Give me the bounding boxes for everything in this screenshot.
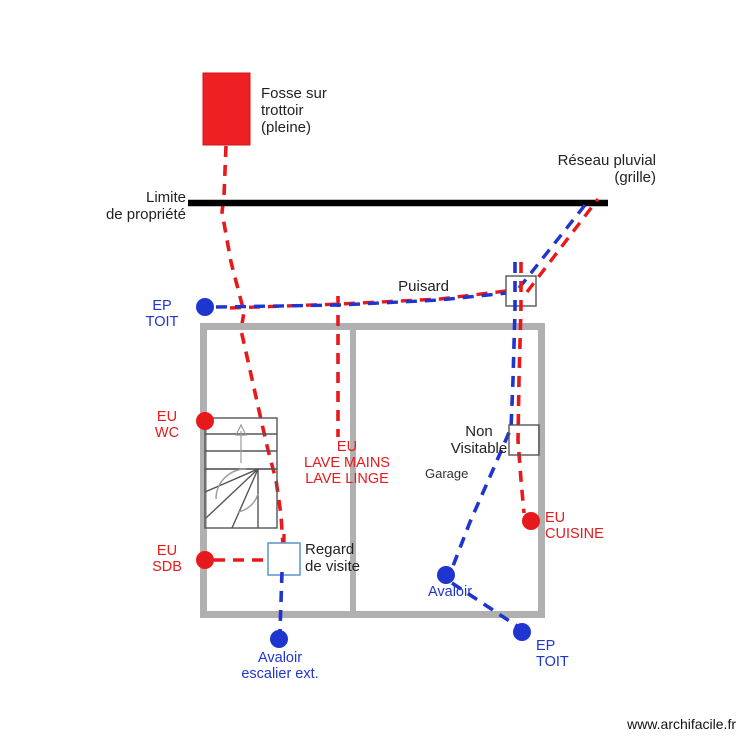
building-walls: [200, 323, 545, 618]
non-visitable-box: [508, 424, 540, 456]
pipe-blue-regard-to-avaloir-escalier: [278, 571, 284, 632]
ep-toit-right-label: EP TOIT: [536, 638, 569, 671]
watermark: www.archifacile.fr: [627, 716, 736, 732]
puisard-label: Puisard: [398, 278, 449, 295]
fosse-sur-trottoir-rect: [202, 72, 251, 146]
garage-label: Garage: [425, 466, 469, 481]
pipe-red-toward-puisard: [229, 289, 507, 310]
eu-cuisine-label: EU CUISINE: [545, 510, 604, 543]
pipe-blue-ep-toit-left-run: [215, 291, 508, 309]
pipe-blue-puisard-to-avaloir: [451, 262, 517, 567]
node-ep-toit-left[interactable]: [196, 298, 214, 316]
staircase: [204, 417, 278, 529]
pipe-blue-puisard-to-reseau: [517, 198, 591, 290]
fosse-label: Fosse sur trottoir (pleine): [261, 85, 327, 136]
node-avaloir-garage[interactable]: [437, 566, 455, 584]
regard-de-visite-box: [267, 542, 301, 576]
eu-lave-label: EU LAVE MAINS LAVE LINGE: [304, 439, 390, 488]
limite-propriete-label: Limite de propriété: [105, 189, 186, 223]
avaloir-escalier-label: Avaloir escalier ext.: [241, 650, 319, 683]
avaloir-garage-label: Avaloir: [427, 584, 473, 600]
node-ep-toit-right[interactable]: [513, 623, 531, 641]
regard-de-visite-label: Regard de visite: [305, 541, 361, 575]
ep-toit-left-label: EP TOIT: [145, 298, 179, 331]
node-eu-cuisine[interactable]: [522, 512, 540, 530]
pipe-red-puisard-to-reseau: [525, 197, 600, 294]
node-avaloir-escalier[interactable]: [270, 630, 288, 648]
eu-wc-label: EU WC: [154, 409, 180, 442]
pipe-blue-avaloir-to-ep-toit: [451, 581, 518, 628]
eu-sdb-label: EU SDB: [152, 543, 182, 576]
reseau-pluvial-label: Réseau pluvial (grille): [557, 152, 656, 186]
non-visitable-label: Non Visitable: [450, 423, 508, 457]
node-eu-sdb[interactable]: [196, 551, 214, 569]
